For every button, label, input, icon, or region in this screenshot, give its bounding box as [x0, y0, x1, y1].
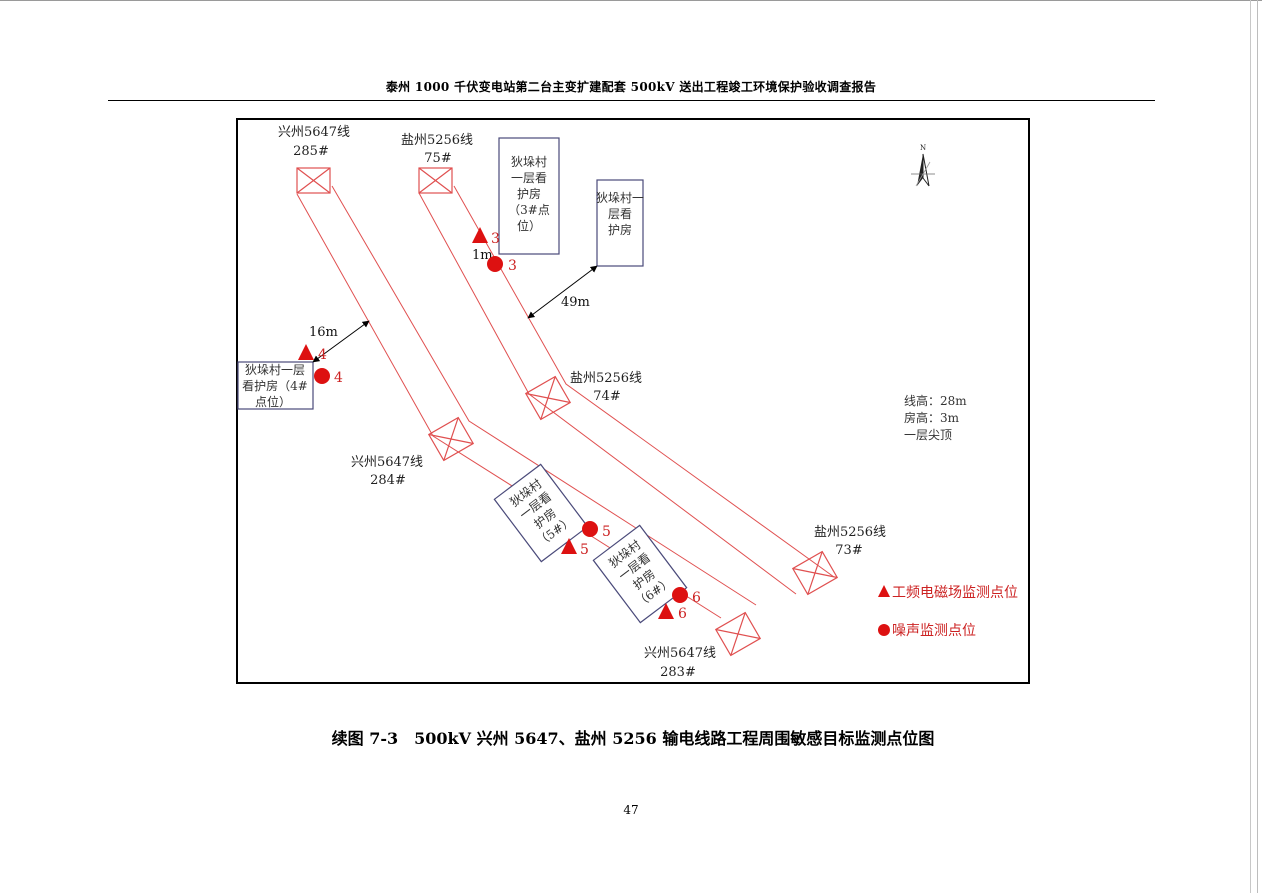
- distance-16m-arrow: [312, 320, 370, 363]
- distance-49m-arrow: [527, 265, 598, 319]
- house-4-line-3: 点位）: [255, 394, 291, 409]
- house-4-box: [237, 361, 314, 410]
- tower-yz73-box: [791, 550, 839, 596]
- tower-yz75-line-label: 盐州5256线: [401, 133, 473, 148]
- legend-noise-icon: [878, 624, 890, 636]
- page-edge-right: [1250, 0, 1251, 893]
- em-marker-5-label: 5: [580, 542, 589, 558]
- legend-em-label: 工频电磁场监测点位: [892, 585, 1018, 601]
- house-4-line-1: 狄垛村一层: [245, 362, 305, 377]
- tower-yz74-line-label: 盐州5256线: [570, 371, 642, 386]
- tower-xz285-line-label: 兴州5647线: [278, 125, 350, 140]
- tower-xz283-box: [714, 611, 762, 657]
- em-marker-6-label: 6: [678, 606, 687, 622]
- em-marker-4: [298, 344, 314, 360]
- tower-xz283-line-label: 兴州5647线: [644, 646, 716, 661]
- monitoring-map-figure: 兴州5647线 285# 盐州5256线 75# 兴州5647线 284# 盐州…: [236, 118, 1030, 684]
- tower-yz75-num-label: 75#: [424, 151, 451, 166]
- tower-xz285-box: [296, 167, 331, 194]
- house-3-line-4: （3#点: [508, 203, 550, 217]
- em-marker-4-label: 4: [318, 347, 327, 363]
- house-3-line-3: 护房: [517, 186, 541, 201]
- noise-marker-3: [487, 256, 503, 272]
- house-3-line-5: 位）: [517, 218, 541, 233]
- distance-16m-label: 16m: [309, 325, 338, 340]
- house-near-box: [596, 179, 644, 267]
- noise-marker-6-label: 6: [692, 590, 701, 606]
- note-line-height: 线高：28m: [904, 393, 967, 408]
- figure-caption: 续图 7-3 500kV 兴州 5647、盐州 5256 输电线路工程周围敏感目…: [331, 729, 935, 748]
- tower-yz75-box: [418, 167, 453, 194]
- house-near-line-2: 层看: [608, 207, 632, 221]
- em-marker-3-label: 3: [491, 231, 500, 247]
- house-5-box: [493, 463, 589, 563]
- page-number: 47: [623, 803, 639, 817]
- noise-marker-6: [672, 587, 688, 603]
- tower-yz74-box: [524, 375, 572, 421]
- em-marker-3: [472, 227, 488, 243]
- house-near-line-1: 狄垛村一: [596, 190, 644, 205]
- house-near-line-3: 护房: [608, 222, 632, 237]
- north-arrow-icon: N: [911, 144, 935, 187]
- note-roof-type: 一层尖顶: [904, 428, 952, 442]
- distance-1m-label: 1m: [472, 248, 493, 263]
- em-marker-5: [561, 538, 577, 554]
- noise-marker-4: [314, 368, 330, 384]
- house-4-line-2: 看护房（4#: [242, 378, 308, 393]
- em-marker-6: [658, 603, 674, 619]
- tower-xz285-num-label: 285#: [293, 144, 329, 159]
- page-edge-top: [0, 0, 1262, 1]
- house-3-line-1: 狄垛村: [511, 154, 547, 169]
- tower-yz74-num-label: 74#: [593, 389, 620, 404]
- noise-marker-5: [582, 521, 598, 537]
- house-3-line-2: 一层看: [511, 171, 547, 185]
- tower-yz73-num-label: 73#: [835, 543, 862, 558]
- tower-xz284-box: [427, 416, 475, 462]
- distance-49m-label: 49m: [561, 295, 590, 310]
- legend-em-icon: [878, 585, 890, 597]
- tower-xz283-num-label: 283#: [660, 665, 696, 680]
- legend-noise-label: 噪声监测点位: [892, 623, 976, 639]
- tower-xz284-num-label: 284#: [370, 473, 406, 488]
- noise-marker-5-label: 5: [602, 524, 611, 540]
- north-label: N: [920, 144, 926, 152]
- header-rule: [108, 100, 1155, 101]
- report-header: 泰州 1000 千伏变电站第二台主变扩建配套 500kV 送出工程竣工环境保护验…: [385, 80, 877, 94]
- tower-yz73-line-label: 盐州5256线: [814, 525, 886, 540]
- note-house-height: 房高：3m: [904, 410, 960, 425]
- house-6-box: [592, 524, 688, 624]
- noise-marker-4-label: 4: [334, 370, 343, 386]
- tower-xz284-line-label: 兴州5647线: [351, 455, 423, 470]
- noise-marker-3-label: 3: [508, 258, 517, 274]
- house-3-box: [498, 137, 560, 255]
- page-edge-right-outer: [1257, 0, 1258, 893]
